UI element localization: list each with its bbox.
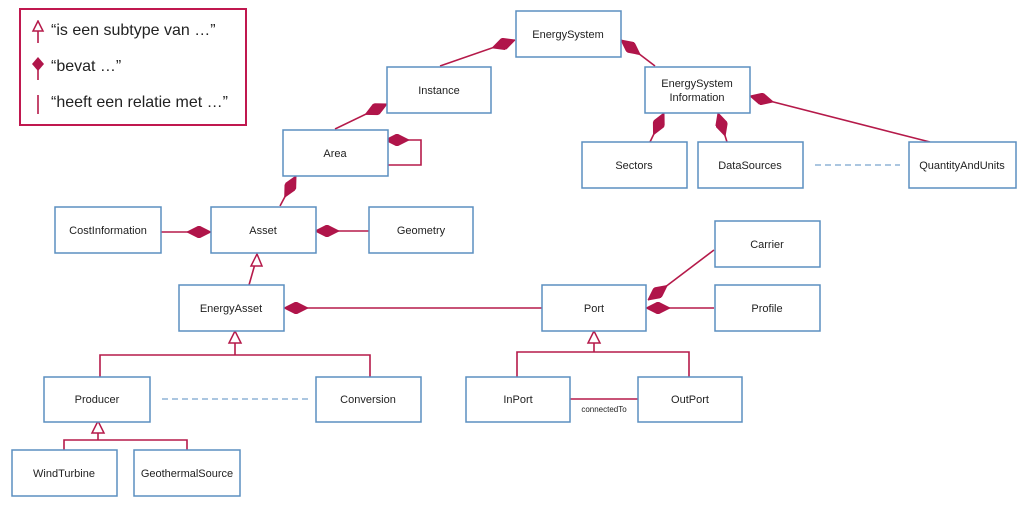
svg-text:GeothermalSource: GeothermalSource: [141, 468, 233, 480]
class-energysystem-information: EnergySystem Information: [644, 66, 751, 114]
svg-text:InPort: InPort: [503, 394, 532, 406]
class-datasources: DataSources: [697, 141, 804, 189]
svg-text:QuantityAndUnits: QuantityAndUnits: [919, 160, 1005, 172]
relation-line-icon: [37, 95, 39, 114]
svg-text:Profile: Profile: [751, 303, 782, 315]
legend-relation-label: “heeft een relatie met …”: [51, 94, 228, 111]
svg-text:OutPort: OutPort: [671, 394, 709, 406]
edge-energysystem-instance: [439, 40, 515, 67]
svg-text:Carrier: Carrier: [750, 239, 784, 251]
svg-text:EnergySystem: EnergySystem: [661, 78, 733, 90]
class-producer: Producer: [43, 376, 151, 423]
connected-to-label: connectedTo: [581, 405, 627, 414]
edge-information-quantityandunits: [750, 96, 931, 143]
class-outport: OutPort: [637, 376, 743, 423]
class-conversion: Conversion: [315, 376, 422, 423]
subtype-arrow-asset: [249, 252, 264, 267]
edge-energyasset-asset: [248, 263, 256, 286]
edge-information-datasources: [718, 113, 727, 143]
subtype-arrow-port: [586, 329, 602, 344]
svg-text:Information: Information: [669, 92, 724, 104]
legend: “is een subtype van …” “bevat …” “heeft …: [19, 8, 247, 126]
svg-text:Producer: Producer: [75, 394, 120, 406]
class-costinformation: CostInformation: [54, 206, 162, 254]
svg-text:Conversion: Conversion: [340, 394, 396, 406]
edge-energysystem-information: [621, 40, 656, 67]
legend-subtype-label: “is een subtype van …”: [51, 22, 216, 39]
svg-text:DataSources: DataSources: [718, 160, 782, 172]
class-instance: Instance: [386, 66, 492, 114]
edge-instance-area: [334, 103, 387, 130]
legend-contains: “bevat …”: [21, 56, 245, 80]
subtype-arrow-producer: [90, 419, 106, 434]
subtype-arrow-energyasset: [227, 329, 243, 344]
svg-text:Sectors: Sectors: [615, 160, 653, 172]
class-geometry: Geometry: [368, 206, 474, 254]
class-energyasset: EnergyAsset: [178, 284, 285, 332]
svg-text:EnergyAsset: EnergyAsset: [200, 303, 262, 315]
legend-subtype: “is een subtype van …”: [21, 20, 245, 44]
class-port: Port: [541, 284, 647, 332]
svg-text:Instance: Instance: [418, 85, 460, 97]
svg-text:EnergySystem: EnergySystem: [532, 29, 604, 41]
connectors: [63, 40, 931, 450]
class-quantityandunits: QuantityAndUnits: [908, 141, 1017, 189]
subtype-arrow-icon: [31, 20, 45, 43]
class-energysystem: EnergySystem: [515, 10, 622, 58]
edge-inport-port: [516, 351, 690, 377]
edge-port-carrier: [648, 249, 715, 300]
class-inport: InPort: [465, 376, 571, 423]
edge-area-asset: [279, 176, 297, 207]
class-geothermalsource: GeothermalSource: [133, 449, 241, 497]
svg-text:WindTurbine: WindTurbine: [33, 468, 95, 480]
svg-text:Port: Port: [584, 303, 604, 315]
svg-text:Area: Area: [323, 148, 347, 160]
class-asset: Asset: [210, 206, 317, 254]
edge-area-self: [385, 140, 422, 166]
class-windturbine: WindTurbine: [11, 449, 118, 497]
svg-text:Asset: Asset: [249, 225, 277, 237]
class-area: Area: [282, 129, 389, 177]
legend-contains-label: “bevat …”: [51, 58, 122, 75]
legend-relation: “heeft een relatie met …”: [21, 92, 245, 116]
svg-text:CostInformation: CostInformation: [69, 225, 147, 237]
class-carrier: Carrier: [714, 220, 821, 268]
class-sectors: Sectors: [581, 141, 688, 189]
class-profile: Profile: [714, 284, 821, 332]
edge-producer-energyasset: [99, 354, 371, 377]
diamond-icon: [32, 57, 44, 80]
svg-text:Geometry: Geometry: [397, 225, 446, 237]
edge-information-sectors: [649, 113, 665, 143]
edge-windturbine-producer: [63, 439, 188, 450]
